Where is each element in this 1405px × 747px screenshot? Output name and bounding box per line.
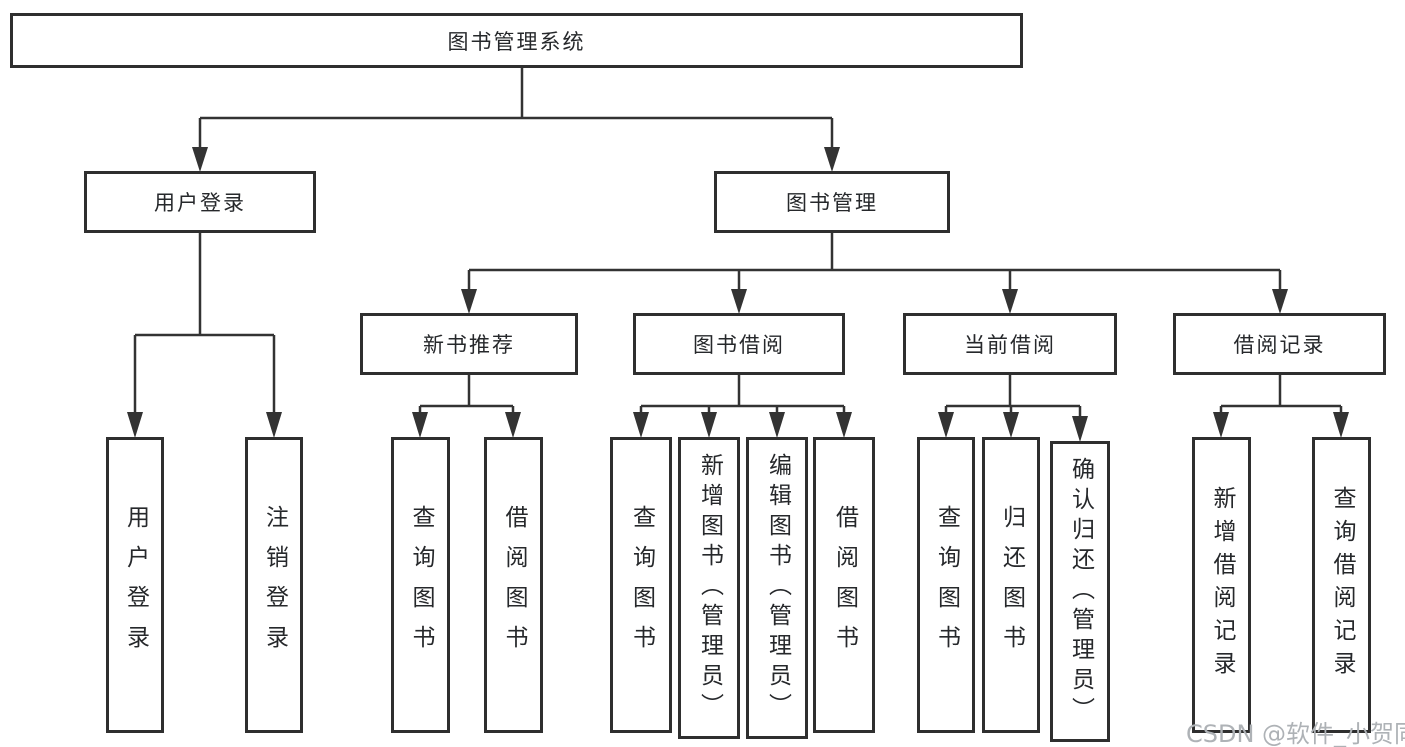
node-leaf-query-borrow-record: 查询借阅记录 [1312,437,1371,733]
node-label: 归还图书 [998,505,1025,665]
node-label: 用户登录 [122,505,149,665]
node-label: 查询图书 [408,505,434,665]
node-label: 当前借阅 [964,333,1056,357]
node-label: 新书推荐 [423,333,515,357]
node-leaf-borrow-books-1: 借阅图书 [484,437,543,733]
connector-current-to-leaves [938,375,1088,442]
node-leaf-add-book-admin: 新增图书（管理员） [678,437,740,739]
node-new-book-recommend: 新书推荐 [360,313,578,375]
node-leaf-add-borrow-record: 新增借阅记录 [1192,437,1251,733]
node-label: 借阅记录 [1233,333,1326,357]
node-label: 编辑图书（管理员） [764,453,791,723]
node-leaf-borrow-books-2: 借阅图书 [813,437,875,733]
node-leaf-logout: 注销登录 [245,437,303,733]
node-leaf-query-books-3: 查询图书 [917,437,975,733]
connector-bookmgmt-to-level3 [461,233,1288,314]
node-library-system: 图书管理系统 [10,13,1023,68]
node-label: 确认归还（管理员） [1067,456,1094,727]
node-label: 注销登录 [261,505,288,665]
node-label: 新增借阅记录 [1209,486,1235,684]
connector-newbook-to-leaves [412,375,521,438]
connector-borrowing-to-leaves [633,375,852,438]
connector-root-to-level2 [192,68,840,172]
node-leaf-return-books: 归还图书 [982,437,1040,733]
node-user-login: 用户登录 [84,171,316,233]
node-label: 查询借阅记录 [1329,486,1355,684]
node-leaf-edit-book-admin: 编辑图书（管理员） [746,437,808,739]
node-label: 借阅图书 [831,505,858,665]
node-book-management: 图书管理 [714,171,950,233]
node-leaf-query-books-1: 查询图书 [391,437,450,733]
node-label: 图书管理系统 [447,29,586,54]
node-label: 查询图书 [628,505,655,665]
node-label: 图书借阅 [693,333,785,357]
node-leaf-query-books-2: 查询图书 [610,437,672,733]
node-borrowing-records: 借阅记录 [1173,313,1386,375]
watermark: CSDN @软件_小贺同学 [1186,720,1405,747]
node-label: 新增图书（管理员） [696,453,723,723]
node-label: 借阅图书 [501,505,527,665]
node-label: 用户登录 [154,191,246,215]
connector-records-to-leaves [1213,375,1349,438]
node-current-borrowing: 当前借阅 [903,313,1117,375]
node-label: 查询图书 [933,505,960,665]
node-leaf-user-login: 用户登录 [106,437,164,733]
connector-userlogin-to-leaves [127,233,282,438]
node-label: 图书管理 [786,191,878,215]
node-leaf-confirm-return-admin: 确认归还（管理员） [1050,441,1110,742]
node-book-borrowing: 图书借阅 [633,313,845,375]
